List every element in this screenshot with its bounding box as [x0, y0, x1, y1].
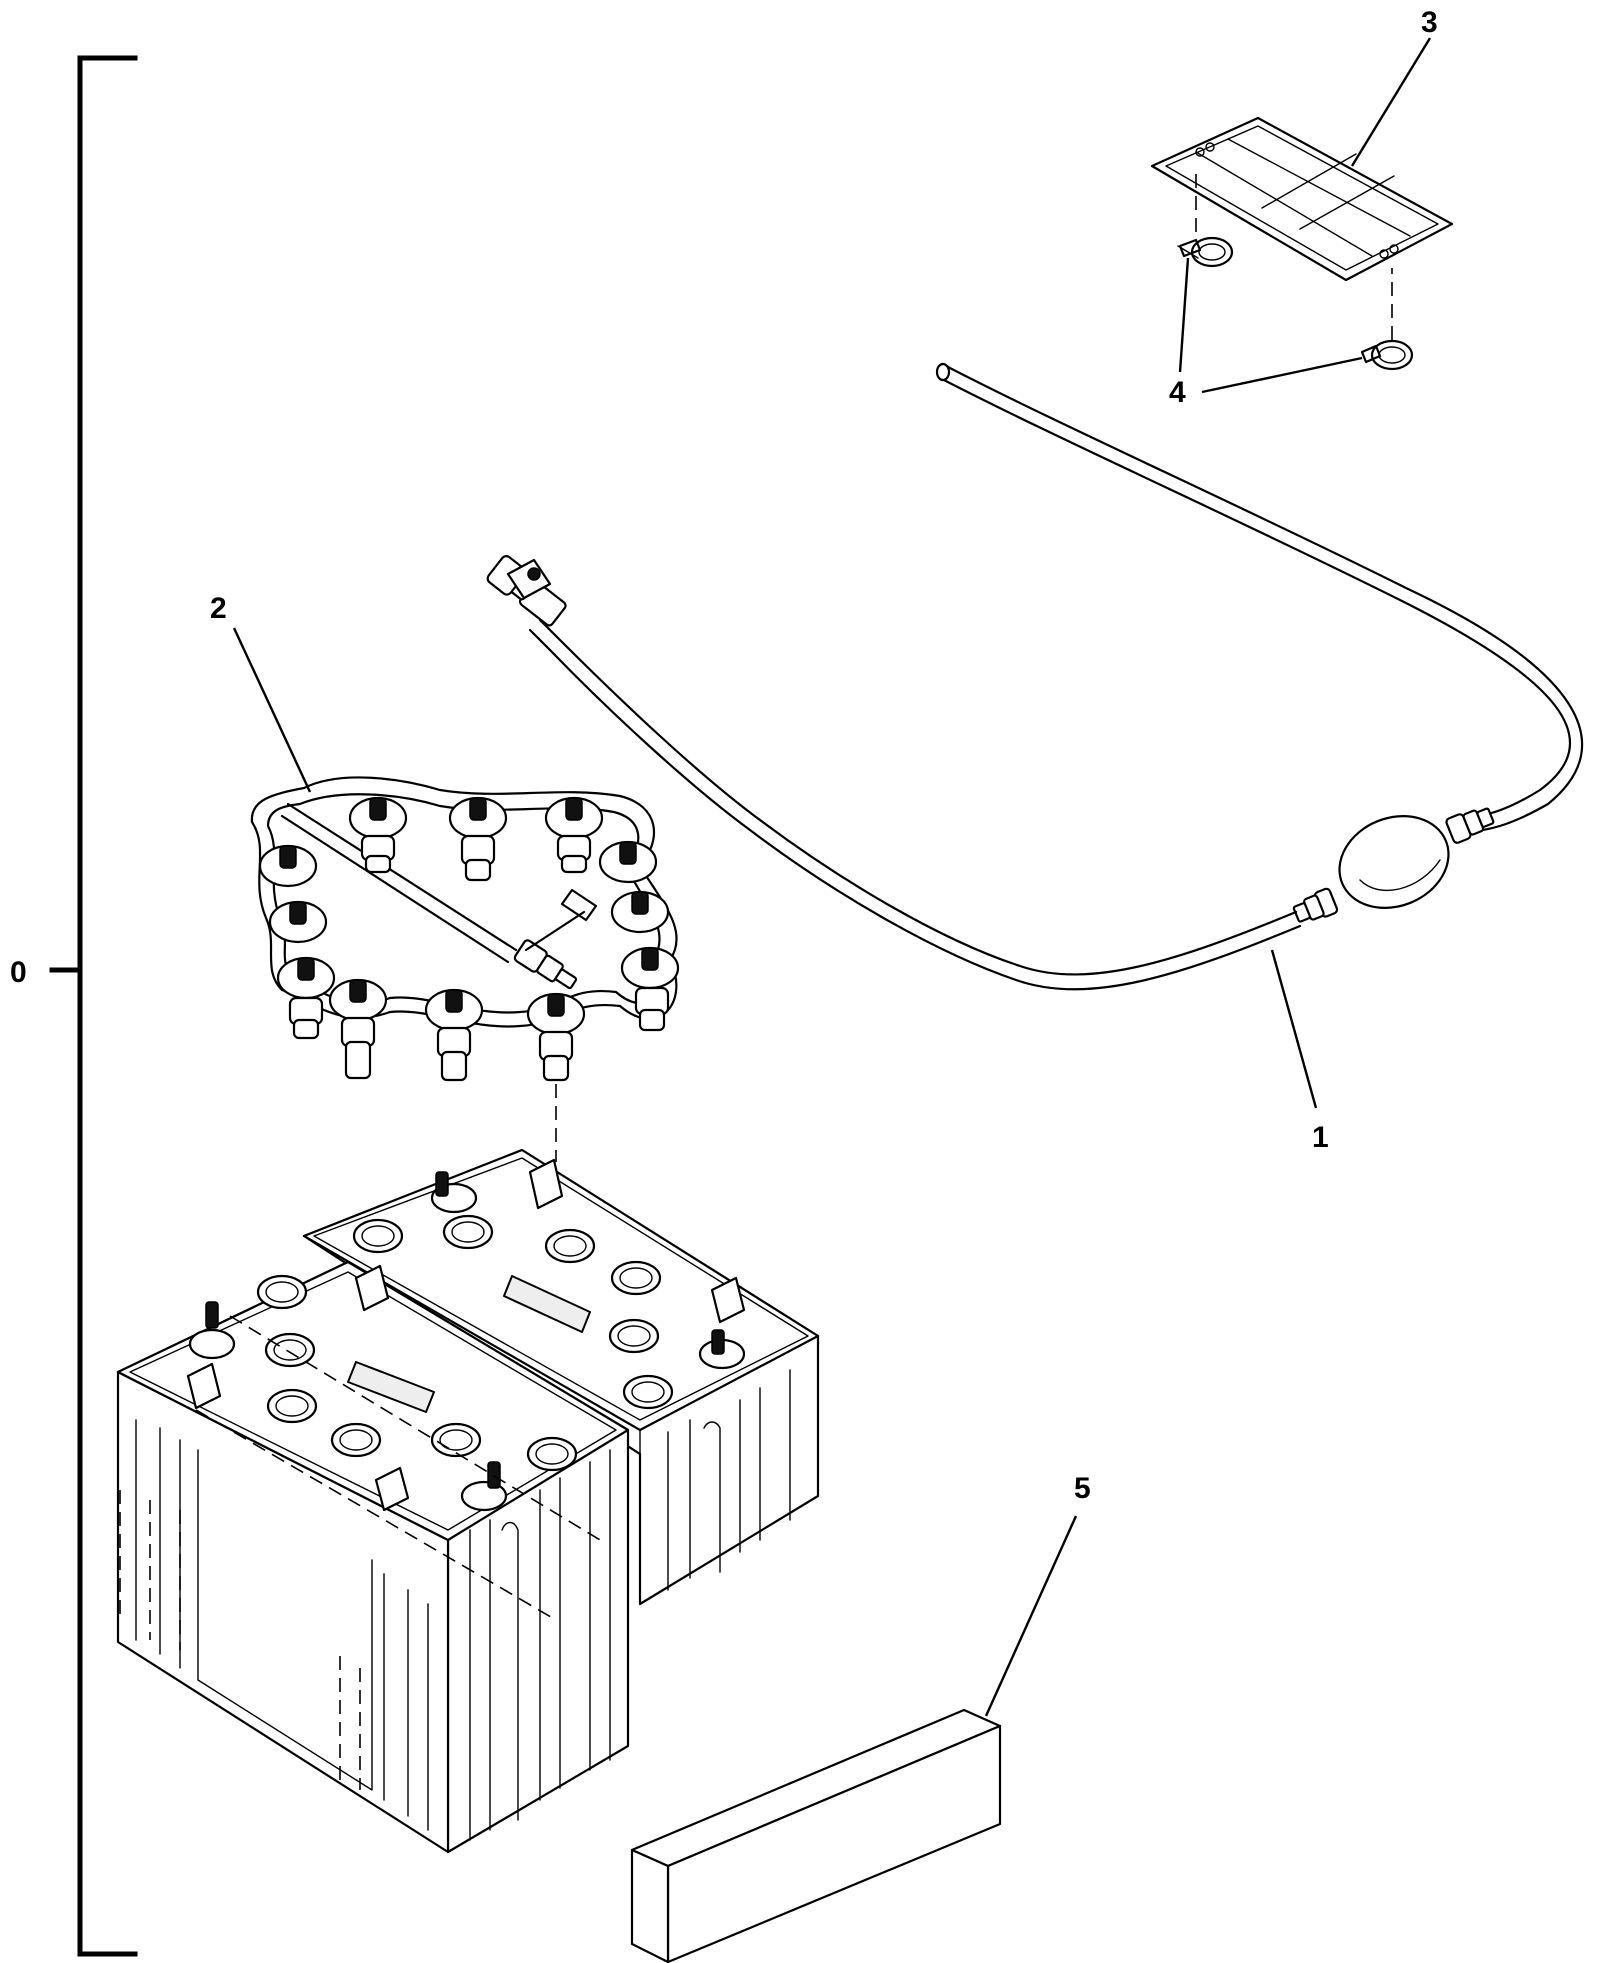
battery-cells-rear — [352, 1158, 746, 1410]
callout-1: 1 — [1312, 1121, 1329, 1154]
watering-cap — [448, 796, 508, 882]
watering-cap — [276, 956, 336, 1040]
watering-cap — [328, 978, 388, 1080]
callout-0: 0 — [10, 956, 27, 989]
watering-cap — [268, 900, 328, 944]
watering-cap — [258, 844, 318, 888]
spacer-block — [630, 1708, 1002, 1963]
watering-cap — [526, 992, 586, 1082]
watering-harness — [250, 776, 680, 1082]
callout-3: 3 — [1421, 6, 1438, 39]
callout-2: 2 — [210, 592, 227, 625]
watering-cap — [544, 796, 604, 874]
callout-4: 4 — [1169, 376, 1186, 409]
battery-pack — [116, 1148, 820, 1854]
cable-tie-lower — [1360, 268, 1414, 371]
callout-5: 5 — [1074, 1472, 1091, 1505]
cable-tie-upper — [1177, 170, 1234, 268]
watering-cap — [424, 988, 484, 1082]
assembly-bracket — [49, 55, 138, 1957]
watering-cap — [620, 946, 680, 1032]
watering-cap — [598, 840, 658, 884]
battery-cells-front — [186, 1274, 578, 1512]
hose-pump-assembly — [486, 362, 1584, 991]
watering-cap — [610, 890, 670, 934]
label-tag — [1150, 116, 1454, 282]
watering-cap — [348, 796, 408, 874]
